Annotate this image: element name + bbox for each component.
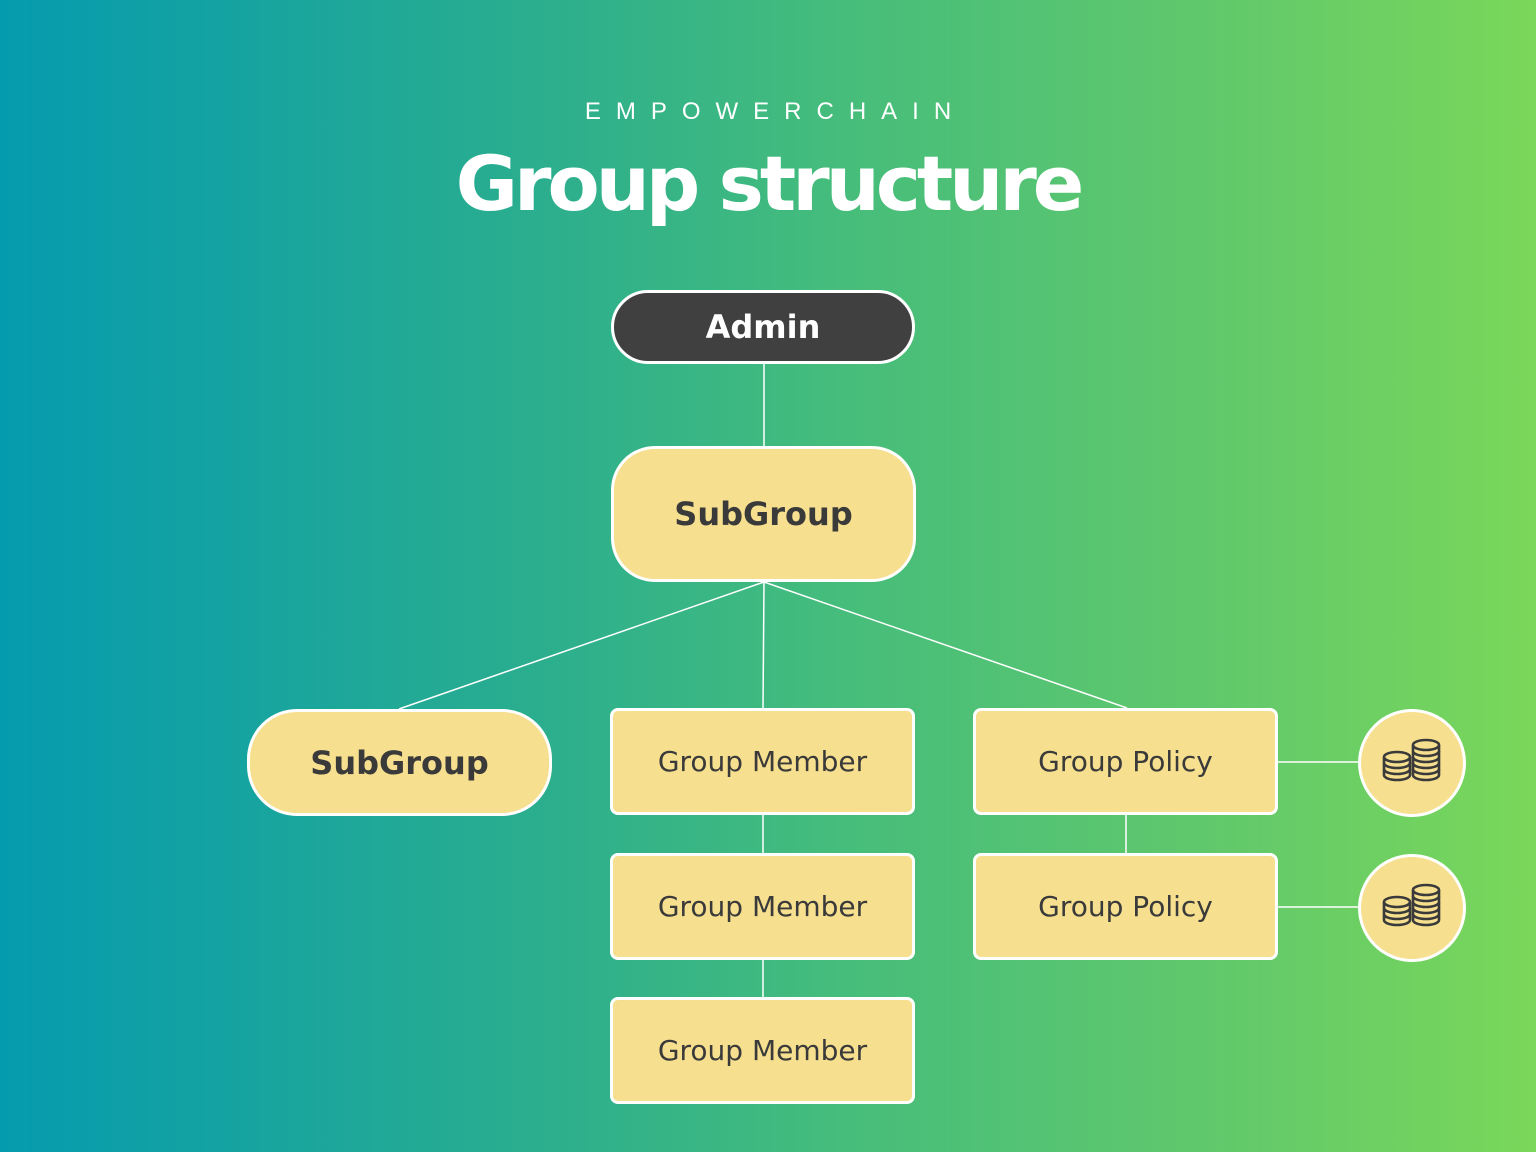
subgroup-child-label: SubGroup [310, 743, 489, 782]
group-member-label: Group Member [657, 745, 868, 778]
subgroup-main-label: SubGroup [674, 495, 853, 533]
group-member-node: Group Member [610, 708, 915, 815]
subgroup-node-child: SubGroup [247, 709, 552, 816]
admin-label: Admin [705, 308, 821, 346]
subgroup-node-main: SubGroup [611, 446, 916, 582]
group-policy-node: Group Policy [973, 853, 1278, 960]
connector-subgroup-policy [763, 581, 1128, 709]
group-member-node: Group Member [610, 997, 915, 1104]
group-policy-label: Group Policy [1038, 745, 1213, 778]
connector-subgroup-left [398, 581, 765, 710]
group-member-label: Group Member [657, 890, 868, 923]
page-title: Group structure [455, 139, 1085, 228]
coins-stack-icon [1358, 854, 1466, 962]
group-policy-label: Group Policy [1038, 890, 1213, 923]
group-member-node: Group Member [610, 853, 915, 960]
connector-subgroup-member [762, 581, 765, 709]
admin-node: Admin [611, 290, 915, 364]
coins-stack-icon [1358, 709, 1466, 817]
group-member-label: Group Member [657, 1034, 868, 1067]
group-policy-node: Group Policy [973, 708, 1278, 815]
eyebrow-label: EMPOWERCHAIN [584, 98, 967, 125]
